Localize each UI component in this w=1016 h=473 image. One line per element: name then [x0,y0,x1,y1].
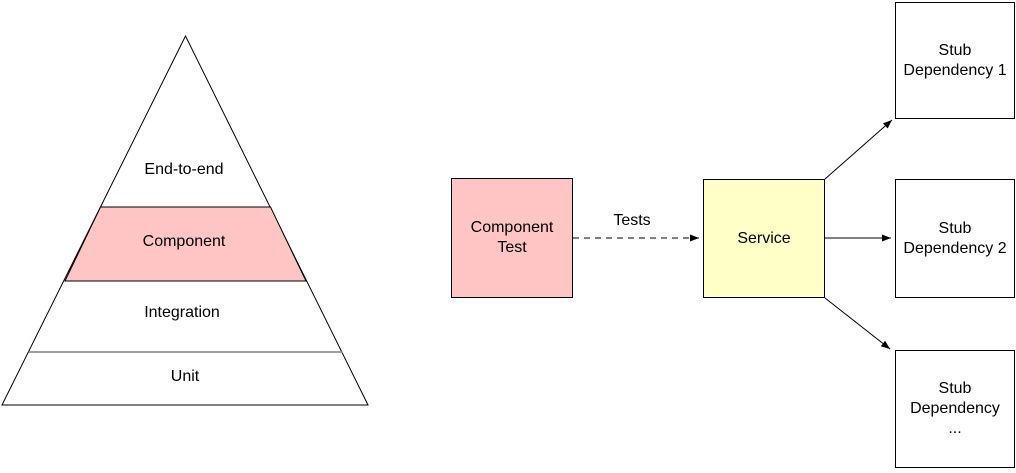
stub-dependency-etc-label: Stub Dependency ... [910,379,1000,439]
stub-dependency-2-label-line2: Dependency 2 [903,239,1007,257]
pyramid-label-unit: Unit [170,368,200,385]
component-test-label: Component Test [471,218,554,258]
stub-dependency-1-box: Stub Dependency 1 [895,2,1015,119]
pyramid-label-component: Component [142,233,226,250]
pyramid-label-integration: Integration [144,304,220,321]
tests-arrow-label: Tests [613,212,651,229]
service-box: Service [703,179,825,298]
stub-dependency-2-label: Stub Dependency 2 [903,219,1006,259]
pyramid-label-end-to-end: End-to-end [144,161,224,178]
stub-dependency-etc-label-line2: Dependency [910,400,1000,417]
stub-dependency-1-label-line1: Stub [938,41,972,59]
stub-dependency-1-label: Stub Dependency 1 [903,41,1006,81]
stub-dependency-2-box: Stub Dependency 2 [895,179,1015,298]
stub-dependency-etc-label-line3: ... [948,420,962,437]
service-label: Service [737,229,791,247]
service-to-stub1-arrow [824,119,893,180]
component-test-label-line1: Component [470,219,554,236]
stub-dependency-1-label-line2: Dependency 1 [903,61,1007,79]
service-to-stub3-arrow [824,297,891,350]
component-test-label-line2: Test [497,239,527,256]
pyramid-component-band [64,206,307,282]
stub-dependency-etc-box: Stub Dependency ... [895,350,1015,468]
stub-dependency-etc-label-line1: Stub [938,380,972,397]
stub-dependency-2-label-line1: Stub [938,219,972,237]
component-test-box: Component Test [451,178,573,298]
